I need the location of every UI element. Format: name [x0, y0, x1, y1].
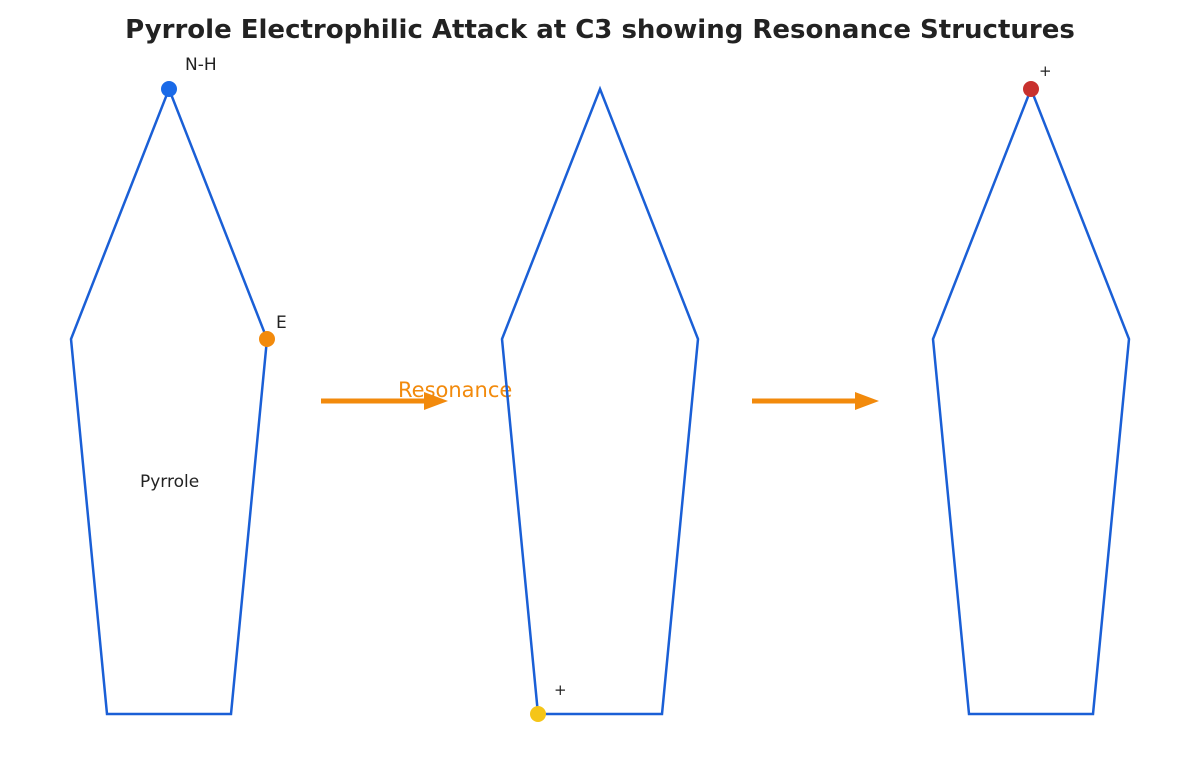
resonance-arrow-1: Resonance: [321, 378, 512, 410]
positive-charge-label: +: [554, 681, 567, 699]
electrophile-attack-dot: [259, 331, 275, 347]
structure-pyrrole: N-H E Pyrrole: [69, 55, 287, 716]
resonance-2-ring: [931, 85, 1131, 716]
cation-dot: [1023, 81, 1039, 97]
resonance-1-ring: [500, 85, 700, 716]
electrophile-label: E: [276, 313, 287, 333]
molecule-label: Pyrrole: [140, 472, 199, 492]
cation-dot: [530, 706, 546, 722]
nitrogen-atom-dot: [161, 81, 177, 97]
pyrrole-ring: [69, 85, 269, 716]
positive-charge-label: +: [1039, 62, 1052, 80]
structure-resonance-1: +: [500, 85, 700, 722]
diagram-title: Pyrrole Electrophilic Attack at C3 showi…: [125, 15, 1075, 45]
arrow-head: [424, 392, 448, 410]
nitrogen-label: N-H: [185, 55, 217, 75]
arrow-head: [855, 392, 879, 410]
resonance-arrow-2: [752, 392, 879, 410]
resonance-label: Resonance: [398, 378, 512, 402]
structure-resonance-2: +: [931, 62, 1131, 716]
